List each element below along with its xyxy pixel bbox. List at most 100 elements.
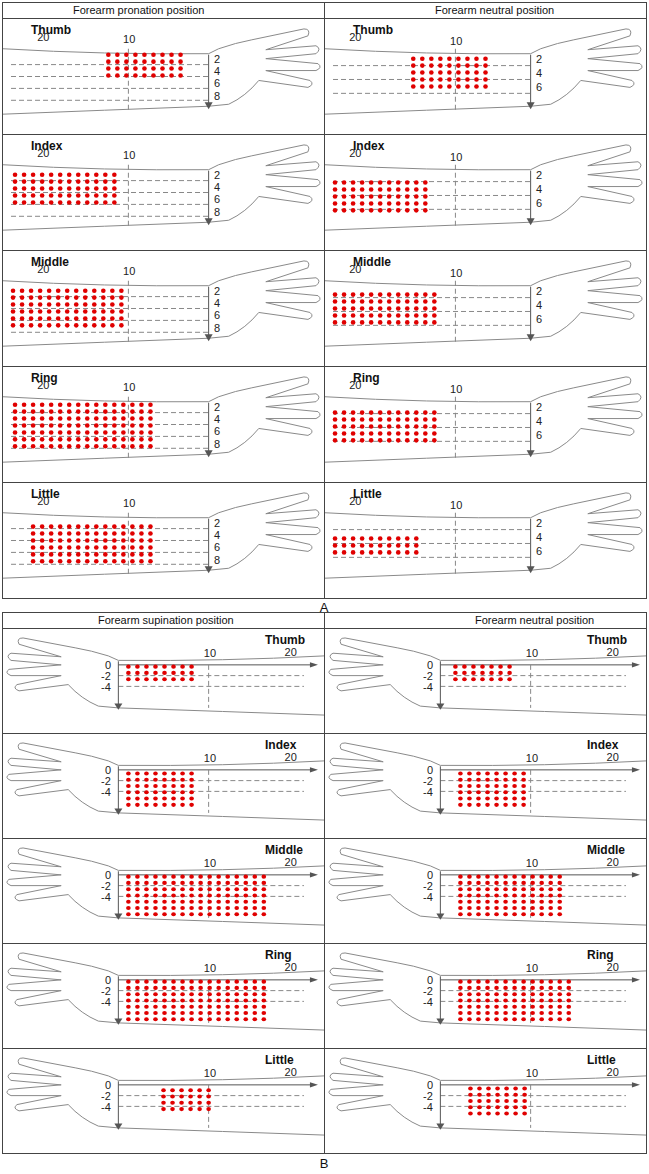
stimulus-dot [485,893,490,897]
stimulus-dot [13,172,18,177]
stimulus-dot [76,524,81,529]
stimulus-dot [101,323,106,328]
stimulus-dot [342,313,347,318]
stimulus-dot [396,320,401,325]
stimulus-dot [58,423,63,428]
axis-number: 20 [607,961,619,973]
stimulus-dot [110,316,115,321]
stimulus-dot [198,1017,203,1021]
stimulus-dot [135,912,140,916]
stimulus-dot [103,186,108,191]
stimulus-dot [207,875,212,879]
stimulus-dot [126,986,131,990]
axis-number: 20 [349,147,361,159]
stimulus-dot [476,893,481,897]
stimulus-dot [49,193,54,198]
stimulus-dot [566,992,571,996]
stimulus-dot [474,63,479,68]
stimulus-dot [530,887,535,891]
stimulus-dot [557,1011,562,1015]
stimulus-dot [432,313,437,318]
axis-number: -4 [423,996,433,1008]
stimulus-dot [378,410,383,415]
stimulus-dot [351,410,356,415]
stimulus-dot [110,288,115,293]
forearm-outline [325,145,642,230]
stimulus-dot [47,302,52,307]
stimulus-dot [76,416,81,421]
grid-line [440,675,626,676]
stimulus-dot [387,431,392,436]
stimulus-dot [387,424,392,429]
stimulus-dot [504,1105,509,1109]
axis-number: 4 [214,65,220,77]
forearm-outline [325,261,642,346]
stimulus-dot [521,998,526,1002]
stimulus-dot [58,444,63,449]
axis-number: 10 [450,151,462,163]
stimulus-dot [126,881,131,885]
axis-line [530,287,531,337]
stimulus-dot [453,671,458,675]
stimulus-dot [456,56,461,61]
stimulus-dot [171,881,176,885]
stimulus-dot [369,320,374,325]
stimulus-dot [180,1005,185,1009]
stimulus-dot [234,912,239,916]
stimulus-dot [49,402,54,407]
stimulus-dot [161,1101,166,1105]
forearm-outline [7,638,118,708]
stimulus-dot [22,423,27,428]
stimulus-dot [530,980,535,984]
axis-number: -4 [423,1101,433,1113]
stimulus-dot [198,1011,203,1015]
arrow-head [205,450,213,457]
stimulus-dot [521,796,526,800]
stimulus-dot [94,193,99,198]
arrow-head [436,808,444,814]
grid-line [455,281,456,342]
stimulus-dot [47,309,52,314]
stimulus-dot [333,550,338,555]
stimulus-dot [161,1088,166,1092]
stimulus-dot [438,84,443,89]
arrow-head [632,662,640,667]
finger-panel: Thumb0-2-41020 [2,628,325,734]
stimulus-dot [262,1005,267,1009]
stimulus-dot [503,881,508,885]
stimulus-dot [476,771,481,775]
stimulus-dot [135,677,140,681]
stimulus-dot [548,887,553,891]
arrow-head [205,102,213,109]
stimulus-dot [405,208,410,213]
stimulus-dot [130,444,135,449]
forearm-outline [209,29,320,106]
axis-number: 0 [427,974,433,986]
stimulus-dot [351,424,356,429]
stimulus-dot [103,409,108,414]
stimulus-dot [243,875,248,879]
stimulus-dot [180,796,185,800]
stimulus-dot [369,543,374,548]
stimulus-dot [169,59,174,64]
axis-number: 4 [536,299,542,311]
stimulus-dot [130,531,135,536]
axis-number: 0 [105,659,111,671]
stimulus-dot [103,416,108,421]
stimulus-dot [162,875,167,879]
forearm-outline [440,1128,646,1135]
stimulus-dot [153,796,158,800]
stimulus-dot [11,288,16,293]
stimulus-dot [112,423,117,428]
stimulus-dot [153,893,158,897]
stimulus-dot [13,200,18,205]
axis-number: -2 [101,670,111,682]
stimulus-dot [49,423,54,428]
stimulus-dot [31,524,36,529]
stimulus-dot [333,536,338,541]
stimulus-dot [467,771,472,775]
stimulus-dot [471,665,476,669]
stimulus-dot [262,1011,267,1015]
stimulus-dot [494,980,499,984]
stimulus-dot [135,900,140,904]
